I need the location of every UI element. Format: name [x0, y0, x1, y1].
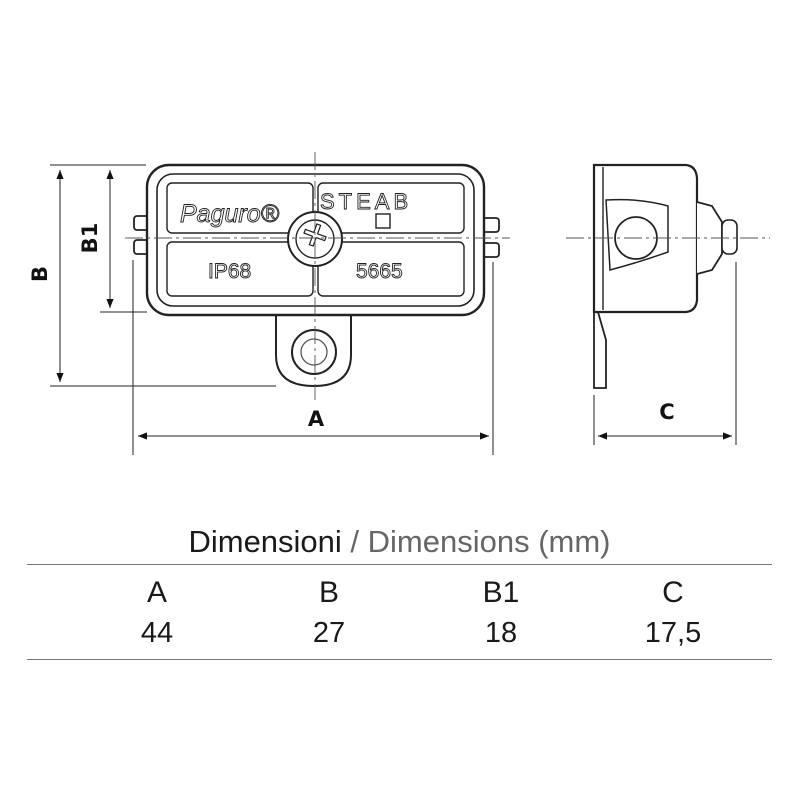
table-header-row: A B B1 C: [27, 565, 772, 613]
header-c: C: [662, 576, 684, 609]
dimension-label-b1: B1: [78, 223, 102, 254]
rating-text: IP68: [208, 260, 251, 283]
title-english: Dimensions (mm): [367, 524, 611, 559]
dimension-lines: [50, 164, 737, 455]
title-separator: /: [341, 524, 368, 559]
value-c: 17,5: [644, 617, 702, 649]
title-italian: Dimensioni: [188, 524, 342, 559]
brand-name-text: STEAB: [320, 189, 412, 214]
model-number-text: 5665: [356, 260, 403, 283]
technical-drawing: Paguro® STEAB IP68 5665: [28, 152, 770, 455]
dimension-label-a: A: [308, 407, 325, 431]
table-top-rule: [27, 564, 772, 565]
header-a: A: [146, 576, 167, 609]
value-a: 44: [140, 617, 174, 649]
value-b1: 18: [484, 617, 518, 649]
value-b: 27: [312, 617, 346, 649]
header-b: B: [318, 576, 339, 609]
brand-script-text: Paguro®: [180, 200, 280, 228]
dimension-label-c: C: [659, 400, 674, 424]
table-bottom-rule: [27, 659, 772, 660]
header-b1: B1: [482, 576, 520, 609]
indicator-square-icon: [375, 213, 391, 229]
table-value-row: 44 27 18 17,5: [27, 613, 772, 653]
side-view: [566, 163, 770, 389]
front-view: Paguro® STEAB IP68 5665: [125, 152, 510, 400]
dimensions-table: Dimensioni / Dimensions (mm) A B B1 C 44…: [27, 520, 772, 660]
dimension-label-b: B: [28, 266, 52, 282]
table-title: Dimensioni / Dimensions (mm): [27, 520, 772, 564]
